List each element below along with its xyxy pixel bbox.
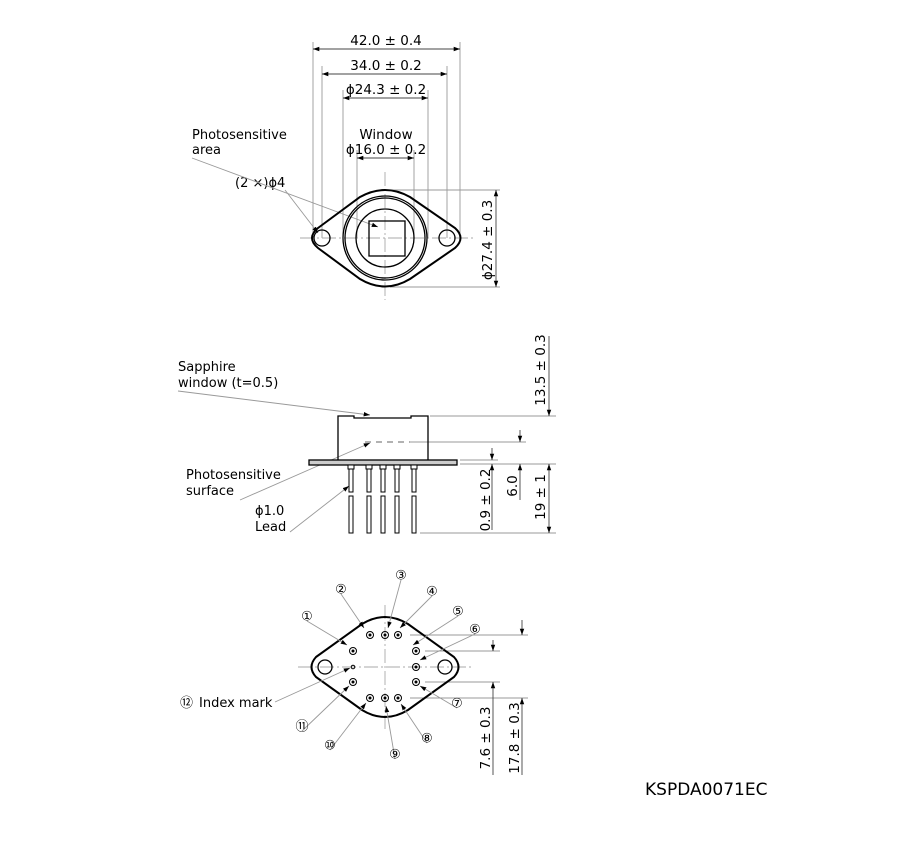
lead-diameter-label: ϕ1.0: [255, 504, 284, 519]
pin-leader: [306, 620, 348, 646]
mounting-hole-left: [313, 229, 331, 247]
window-label: Window: [359, 127, 412, 143]
pin-8: [394, 694, 402, 702]
drawing-code: KSPDA0071EC: [645, 780, 768, 800]
pin-number-label: ③: [395, 569, 407, 584]
photosensitive-surface-label-2: surface: [186, 484, 234, 499]
photosensitive-area-label: Photosensitive: [192, 128, 287, 143]
pin-3: [381, 631, 389, 639]
photosensitive-area: [368, 220, 406, 257]
index-mark: [350, 664, 356, 670]
pin-1: [349, 647, 357, 655]
pin-11: [349, 678, 357, 686]
lead: [393, 464, 401, 534]
bottom-hole-left: [317, 659, 333, 675]
dim-lead: 19 ± 1: [533, 474, 549, 520]
leader-window: [177, 390, 371, 417]
leads: [347, 464, 418, 534]
pin-leader: [412, 615, 459, 646]
bottom-flange-outline: [310, 616, 460, 718]
bottom-view: 7.6 ± 0.3 17.8 ± 0.3 ① ② ③ ④⑤⑥ ⑦ ⑧ ⑨ ⑩ ⑪ ⑫ Index…: [180, 569, 528, 775]
pin-number-label: ⑥: [469, 623, 481, 638]
dim-hole-pitch: 34.0 ± 0.2: [350, 58, 421, 74]
pin-10: [366, 694, 374, 702]
pin-number-label: ②: [335, 583, 347, 598]
dim-outer-pitch: 17.8 ± 0.3: [507, 702, 523, 773]
pin-leader: [419, 685, 458, 709]
pins: [349, 631, 420, 702]
pin-leader: [329, 702, 367, 751]
pin-number-label: ④: [426, 585, 438, 600]
pin-leader: [384, 705, 396, 760]
side-view: 13.5 ± 0.3 0.9 ± 0.2 6.0 19 ± 1 Sapphire…: [177, 334, 556, 535]
dim-surface: 6.0: [505, 475, 521, 496]
leader-index: [274, 667, 351, 703]
pin-number-label: ①: [301, 610, 313, 625]
pin-leader: [400, 703, 428, 744]
pin-4: [394, 631, 402, 639]
pin-leader: [340, 593, 365, 629]
photosensitive-area-label-2: area: [192, 143, 221, 158]
pin-7: [412, 678, 420, 686]
pin-6: [412, 663, 420, 671]
index-mark-number: ⑫: [180, 696, 193, 711]
package-body: [337, 415, 429, 460]
dim-body-height: 13.5 ± 0.3: [533, 334, 549, 405]
flange-outline: [311, 189, 462, 288]
bottom-dimension-lines: [490, 620, 525, 775]
leader-surface: [239, 442, 371, 501]
extension-lines: [312, 42, 500, 288]
dim-window-diameter: ϕ16.0 ± 0.2: [346, 142, 426, 158]
lead: [379, 464, 387, 534]
lead: [410, 464, 418, 534]
pin-leader: [301, 685, 350, 732]
lead-label: Lead: [255, 520, 286, 535]
flange: [308, 459, 458, 466]
pin-leader: [387, 579, 402, 629]
pin-leader: [399, 595, 433, 629]
body-inner-circle: [344, 197, 426, 279]
dim-overall-width: 42.0 ± 0.4: [350, 33, 421, 49]
side-dimension-lines: [489, 336, 552, 533]
sapphire-window-label: Sapphire: [178, 360, 236, 375]
lead: [347, 464, 355, 534]
pin-number-label: ⑤: [452, 605, 464, 620]
window-circle: [355, 208, 415, 268]
photosensitive-surface-label: Photosensitive: [186, 468, 281, 483]
pin-9: [381, 694, 389, 702]
sapphire-window-label-2: window (t=0.5): [178, 376, 278, 391]
bottom-hole-right: [437, 659, 453, 675]
dim-body-diameter: ϕ24.3 ± 0.2: [346, 82, 426, 98]
pin-number-label: ⑪: [295, 720, 308, 735]
lead: [365, 464, 373, 534]
dim-flange: 0.9 ± 0.2: [478, 469, 494, 532]
pin-leader: [419, 633, 476, 661]
leader-holes: [284, 189, 319, 234]
leader-lead: [289, 485, 350, 533]
index-mark-label: Index mark: [199, 696, 273, 711]
body-outer-circle: [342, 195, 428, 281]
dim-inner-pitch: 7.6 ± 0.3: [478, 707, 494, 770]
top-view: 42.0 ± 0.4 34.0 ± 0.2 ϕ24.3 ± 0.2 Window…: [191, 33, 500, 300]
pin-2: [366, 631, 374, 639]
dimension-lines: [313, 46, 499, 287]
pin-number-label: ⑩: [324, 739, 336, 754]
leader-area: [191, 157, 379, 228]
pin-number-label: ⑧: [421, 732, 433, 747]
pin-number-label: ⑨: [389, 748, 401, 763]
dim-height: ϕ27.4 ± 0.3: [480, 200, 496, 280]
pin-5: [412, 647, 420, 655]
bottom-extension-lines: [410, 634, 528, 699]
mounting-hole-right: [438, 229, 456, 247]
side-extension-lines: [410, 415, 556, 534]
pin-number-label: ⑦: [451, 697, 463, 712]
pin-labels: ① ② ③ ④⑤⑥ ⑦ ⑧ ⑨ ⑩ ⑪: [295, 569, 480, 763]
